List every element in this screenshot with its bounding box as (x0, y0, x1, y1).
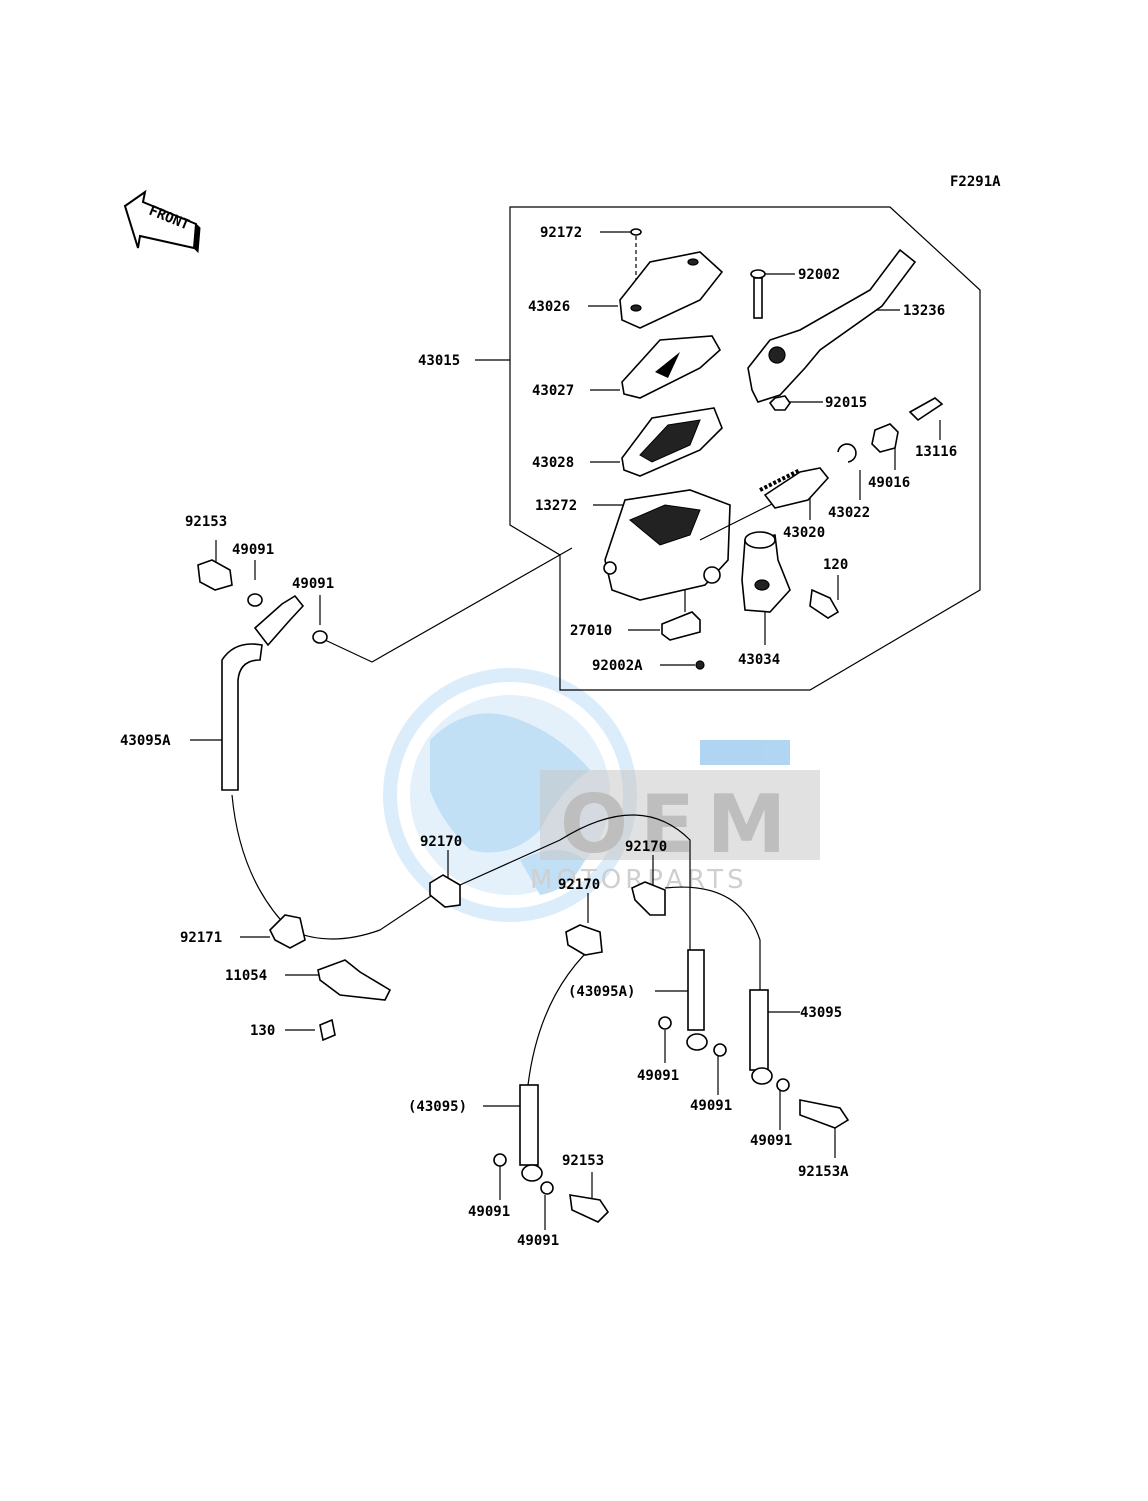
label-92170: 92170 (420, 834, 462, 850)
washer-49091-icon (493, 1153, 507, 1167)
clamp-92171-icon (269, 914, 306, 949)
bolt-120-icon (809, 588, 840, 619)
washer-49091-icon (658, 1016, 672, 1030)
banjo-bolt-92153-icon (569, 1194, 610, 1223)
label-92170: 92170 (558, 877, 600, 893)
circlip-43022-icon (837, 443, 857, 463)
boot-49016-icon (871, 423, 899, 453)
label-43027: 43027 (532, 383, 574, 399)
label-43028: 43028 (532, 455, 574, 471)
label-49091: 49091 (637, 1068, 679, 1084)
piston-43020-icon (763, 467, 830, 509)
watermark-brand: OEM (560, 778, 798, 871)
label-13116: 13116 (915, 444, 957, 460)
hose-assembly-right (459, 814, 850, 1223)
label-11054: 11054 (225, 968, 267, 984)
banjo-fitting-icon (253, 594, 305, 647)
banjo-bolt-92153-icon (197, 559, 233, 591)
grommet-92170-icon (565, 924, 603, 956)
front-arrow-icon: FRONT (123, 189, 201, 254)
label-49091: 49091 (468, 1204, 510, 1220)
label-43026: 43026 (528, 299, 570, 315)
label-49091: 49091 (517, 1233, 559, 1249)
hose-assembly-left (197, 559, 461, 1042)
label-92153-bottom: 92153 (562, 1153, 604, 1169)
label-92002: 92002 (798, 267, 840, 283)
washer-49091-icon (540, 1181, 554, 1195)
banjo-bolt-92153A-icon (799, 1099, 850, 1129)
label-92171: 92171 (180, 930, 222, 946)
label-43020: 43020 (783, 525, 825, 541)
bolt-130-icon (319, 1018, 336, 1042)
hose-43095-lower-icon (519, 1084, 539, 1166)
label-49091: 49091 (292, 576, 334, 592)
washer-49091-icon (713, 1043, 727, 1057)
label-43095A: 43095A (120, 733, 171, 749)
label-43015: 43015 (418, 353, 460, 369)
label-49091: 49091 (232, 542, 274, 558)
label-43095-paren: (43095) (408, 1099, 467, 1115)
label-13272: 13272 (535, 498, 577, 514)
label-92002A: 92002A (592, 658, 643, 674)
bracket-11054-icon (317, 959, 392, 1001)
diagram-code: F2291A (950, 174, 1001, 190)
label-130: 130 (250, 1023, 275, 1039)
label-92170: 92170 (625, 839, 667, 855)
washer-49091-icon (312, 630, 328, 644)
label-49016: 49016 (868, 475, 910, 491)
reservoir-cap-43026-icon (619, 251, 724, 329)
bolt-92002-icon (750, 269, 766, 319)
leader-lines (190, 231, 941, 1230)
hose-43095-icon (749, 989, 769, 1071)
washer-49091-icon (776, 1078, 790, 1092)
screw-92002A-icon (695, 660, 705, 670)
grommet-92170-icon (631, 881, 666, 916)
master-cylinder-group-outline (509, 206, 981, 691)
label-49091: 49091 (690, 1098, 732, 1114)
pin-13116-icon (908, 397, 944, 422)
label-120: 120 (823, 557, 848, 573)
washer-49091-icon (247, 593, 263, 607)
label-49091: 49091 (750, 1133, 792, 1149)
label-27010: 27010 (570, 623, 612, 639)
label-43022: 43022 (828, 505, 870, 521)
nut-92015-icon (768, 395, 791, 411)
label-13236: 13236 (903, 303, 945, 319)
label-92153-top: 92153 (185, 514, 227, 530)
screw-92172-icon (630, 228, 642, 300)
switch-27010-icon (661, 611, 701, 641)
grommet-92170-icon (429, 874, 461, 908)
label-43034: 43034 (738, 652, 780, 668)
label-43095: 43095 (800, 1005, 842, 1021)
watermark-logo: MOTORPARTS OEM (383, 668, 820, 922)
hose-43095A-lower-icon (687, 949, 705, 1031)
clutch-lever-13236-icon (747, 248, 917, 403)
label-92172: 92172 (540, 225, 582, 241)
label-92015: 92015 (825, 395, 867, 411)
label-43095A-paren: (43095A) (568, 984, 635, 1000)
master-cylinder-parts (603, 228, 944, 670)
part-labels: 92172 43026 43015 43027 43028 13272 2701… (120, 225, 957, 1249)
label-92153A: 92153A (798, 1164, 849, 1180)
hose-43095A-icon (221, 643, 263, 791)
